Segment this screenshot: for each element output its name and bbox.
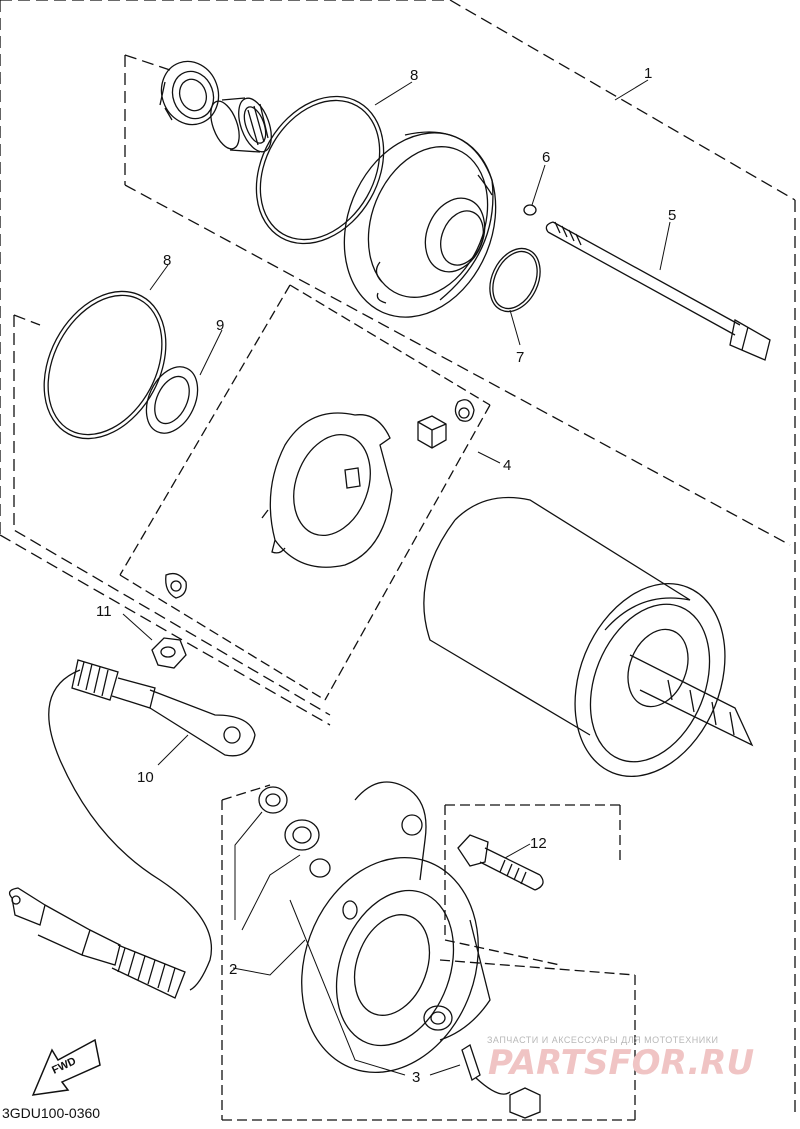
assembly-boundary-2-3 xyxy=(221,784,636,1121)
callout-labels: 1 8 6 5 7 8 9 4 11 10 12 2 3 xyxy=(96,65,676,1086)
rear-housing xyxy=(301,781,491,1074)
armature-yoke xyxy=(423,496,754,778)
o-ring-medium xyxy=(489,247,541,313)
leader-lines xyxy=(122,79,671,1076)
callout-11: 11 xyxy=(96,603,112,620)
callout-10: 10 xyxy=(137,769,154,786)
brush-block xyxy=(417,415,447,449)
fwd-label: FWD xyxy=(50,1055,78,1076)
callout-7: 7 xyxy=(516,349,524,366)
callout-5: 5 xyxy=(668,207,676,224)
seal-stack xyxy=(258,786,331,878)
needle-bearing xyxy=(210,97,272,153)
shim-washer xyxy=(145,366,199,434)
assembly-boundary-4 xyxy=(119,284,491,701)
watermark: ЗАПЧАСТИ И АКСЕССУАРЫ ДЛЯ МОТОТЕХНИКИ PA… xyxy=(487,1035,754,1083)
o-ring-small xyxy=(523,204,537,216)
brush-plate xyxy=(261,412,393,568)
callout-3: 3 xyxy=(412,1069,420,1086)
watermark-tagline: ЗАПЧАСТИ И АКСЕССУАРЫ ДЛЯ МОТОТЕХНИКИ xyxy=(487,1035,718,1045)
starter-lead-wire xyxy=(8,659,256,999)
mounting-bolt xyxy=(457,834,544,891)
fwd-arrow-icon xyxy=(31,1038,101,1096)
o-ring-lower xyxy=(43,290,167,440)
brush-spring xyxy=(454,399,475,422)
callout-8-upper: 8 xyxy=(410,67,418,84)
callout-4: 4 xyxy=(503,457,511,474)
callout-12: 12 xyxy=(530,835,547,852)
brush-lead xyxy=(461,1044,541,1119)
callout-6: 6 xyxy=(542,149,550,166)
front-cover xyxy=(343,131,497,318)
terminal-nut xyxy=(151,637,187,669)
callout-8-lower: 8 xyxy=(163,252,171,269)
oil-seal xyxy=(159,60,220,126)
o-ring-upper xyxy=(255,95,385,245)
callout-9: 9 xyxy=(216,317,224,334)
callout-2: 2 xyxy=(229,961,237,978)
assembly-boundary-12 xyxy=(444,804,621,966)
diagram-code: 3GDU100-0360 xyxy=(2,1105,100,1121)
through-bolt xyxy=(545,221,771,361)
watermark-brand: PARTSFOR.RU xyxy=(488,1043,754,1083)
brush-nut xyxy=(165,572,187,599)
assembly-boundary-inner xyxy=(13,54,791,716)
callout-1: 1 xyxy=(644,65,652,82)
